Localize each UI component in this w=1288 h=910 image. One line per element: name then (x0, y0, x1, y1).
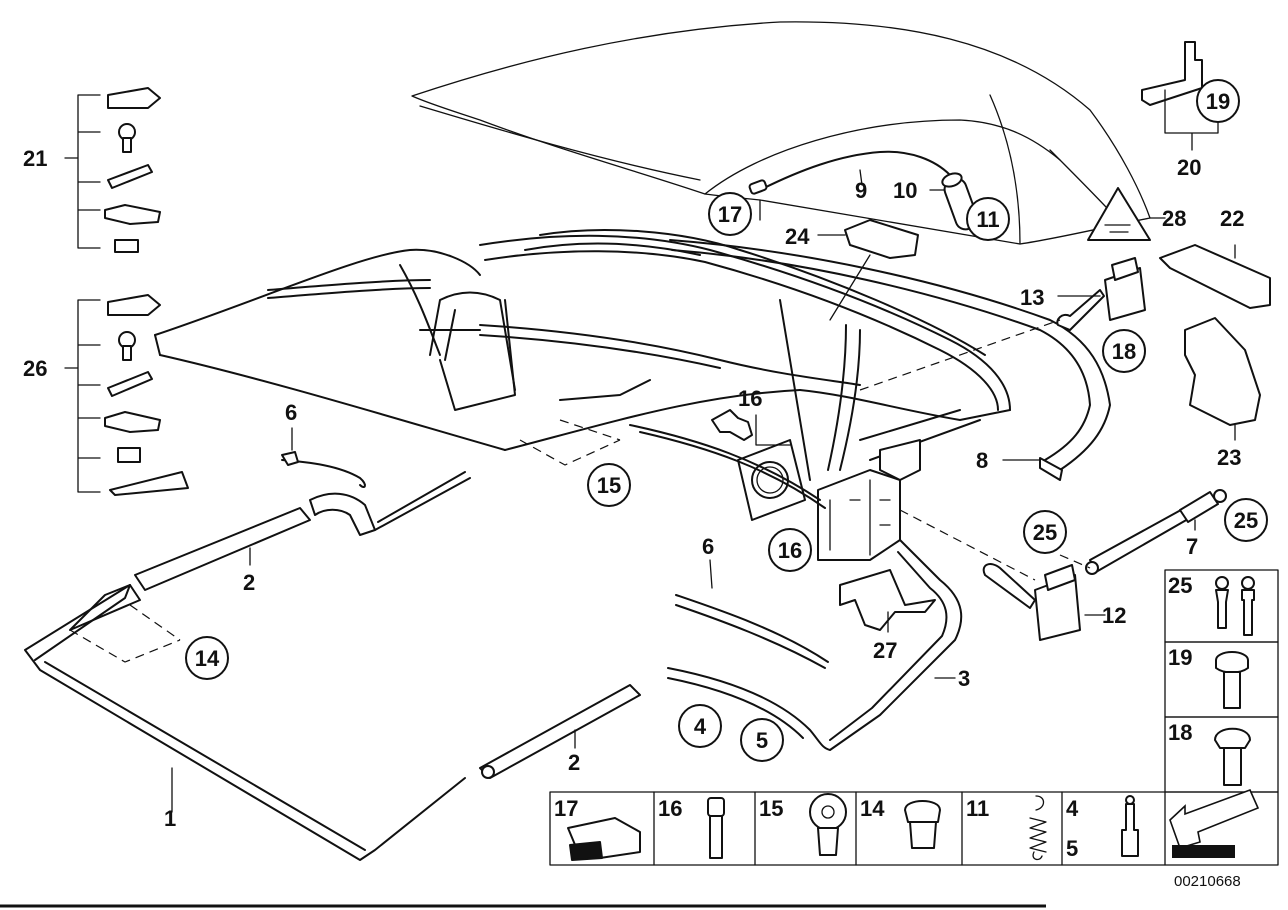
callout-11: 11 (976, 207, 999, 232)
callout-4: 4 (694, 714, 707, 739)
callout-27: 27 (873, 638, 897, 663)
windshield-seal-1 (24, 584, 466, 861)
warning-label-28 (1087, 187, 1151, 241)
gas-strut-7 (1085, 489, 1227, 575)
hardware-26 (104, 294, 189, 496)
callout-25-right: 25 (1234, 508, 1258, 533)
callout-26: 26 (23, 356, 47, 381)
callout-2-lower: 2 (568, 750, 580, 775)
callout-16b-circle (768, 528, 812, 572)
bracket-20 (1141, 41, 1203, 106)
callout-6-right: 6 (702, 534, 714, 559)
callout-24: 24 (785, 224, 810, 249)
callout-13: 13 (1020, 285, 1044, 310)
callout-21: 21 (23, 146, 47, 171)
callout-25b-circle (1224, 498, 1268, 542)
seal-strip-8 (669, 239, 1111, 481)
callouts: 21 26 6 2 1 2 9 10 24 28 22 20 13 16 8 2… (23, 79, 1268, 831)
callout-17: 17 (718, 202, 742, 227)
legend-right: 25 19 18 (1164, 569, 1279, 793)
lock-13 (1056, 257, 1146, 331)
mounting-plate (737, 439, 806, 521)
tension-cable (748, 150, 951, 195)
callout-20: 20 (1177, 155, 1201, 180)
bolt-16 (711, 409, 753, 441)
callout-23: 23 (1217, 445, 1241, 470)
callout-7: 7 (1186, 534, 1198, 559)
callout-6-left: 6 (285, 400, 297, 425)
callout-19-circle (1196, 79, 1240, 123)
legend-11: 11 (966, 796, 989, 821)
callout-5: 5 (756, 728, 768, 753)
callout-15: 15 (597, 473, 621, 498)
callout-15-circle (587, 463, 631, 507)
cover-23 (1184, 317, 1261, 426)
legend-4: 4 (1066, 796, 1079, 821)
legend-19: 19 (1168, 645, 1192, 670)
legend-5: 5 (1066, 836, 1078, 861)
callout-2-upper: 2 (243, 570, 255, 595)
callout-19: 19 (1206, 89, 1230, 114)
callout-25a-circle (1023, 510, 1067, 554)
soft-top-cover (411, 21, 1151, 245)
callout-25-left: 25 (1033, 520, 1057, 545)
plate-22 (1159, 244, 1271, 309)
legend-17: 17 (554, 796, 578, 821)
callout-12: 12 (1102, 603, 1126, 628)
callout-10: 10 (893, 178, 917, 203)
callout-5-circle (740, 718, 784, 762)
top-frame (154, 229, 1011, 481)
legend-25: 25 (1168, 573, 1192, 598)
legend-14: 14 (860, 796, 885, 821)
seal-6-right (675, 594, 829, 669)
seal-6-left (281, 451, 366, 488)
callout-16-upper: 16 (738, 386, 762, 411)
plate-24 (844, 219, 919, 259)
direction-arrow-icon (1169, 788, 1260, 858)
legend-18: 18 (1168, 720, 1192, 745)
callout-9: 9 (855, 178, 867, 203)
callout-16-lower: 16 (778, 538, 802, 563)
callout-1: 1 (164, 806, 176, 831)
callout-3: 3 (958, 666, 970, 691)
callout-17-circle (708, 192, 752, 236)
corner-seal-2-lower (479, 684, 641, 779)
main-hinge-bracket (817, 439, 921, 561)
hardware-21 (104, 87, 161, 253)
legend-15: 15 (759, 796, 783, 821)
corner-seal-2-upper (134, 471, 471, 591)
callout-11-circle (966, 197, 1010, 241)
legend-bottom: 17 16 15 14 11 4 5 (549, 788, 1279, 866)
callout-18: 18 (1112, 339, 1136, 364)
callout-18-circle (1102, 329, 1146, 373)
bracket-27 (839, 569, 936, 631)
side-seal-strip (629, 424, 826, 509)
lock-12 (982, 563, 1081, 641)
seal-strip-4-5 (667, 539, 963, 751)
legend-16: 16 (658, 796, 682, 821)
callout-4-circle (678, 704, 722, 748)
callout-14-circle (185, 636, 229, 680)
diagram-number: 00210668 (1174, 873, 1241, 890)
callout-14: 14 (195, 646, 220, 671)
callout-8: 8 (976, 448, 988, 473)
callout-22: 22 (1220, 206, 1244, 231)
callout-28: 28 (1162, 206, 1186, 231)
leader-lines (64, 89, 1236, 813)
